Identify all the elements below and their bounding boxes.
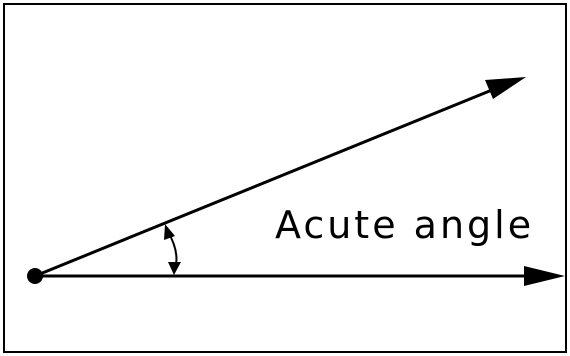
upper-ray: [33, 88, 494, 278]
baseline-ray-arrowhead: [524, 266, 565, 286]
upper-ray-arrowhead: [485, 77, 526, 99]
vertex-point: [27, 268, 43, 284]
angle-arc-arrowhead-top: [164, 224, 175, 240]
angle-label: Acute angle: [275, 203, 534, 247]
frame-border: [3, 3, 567, 353]
angle-arc-arrowhead-bottom: [168, 262, 181, 275]
